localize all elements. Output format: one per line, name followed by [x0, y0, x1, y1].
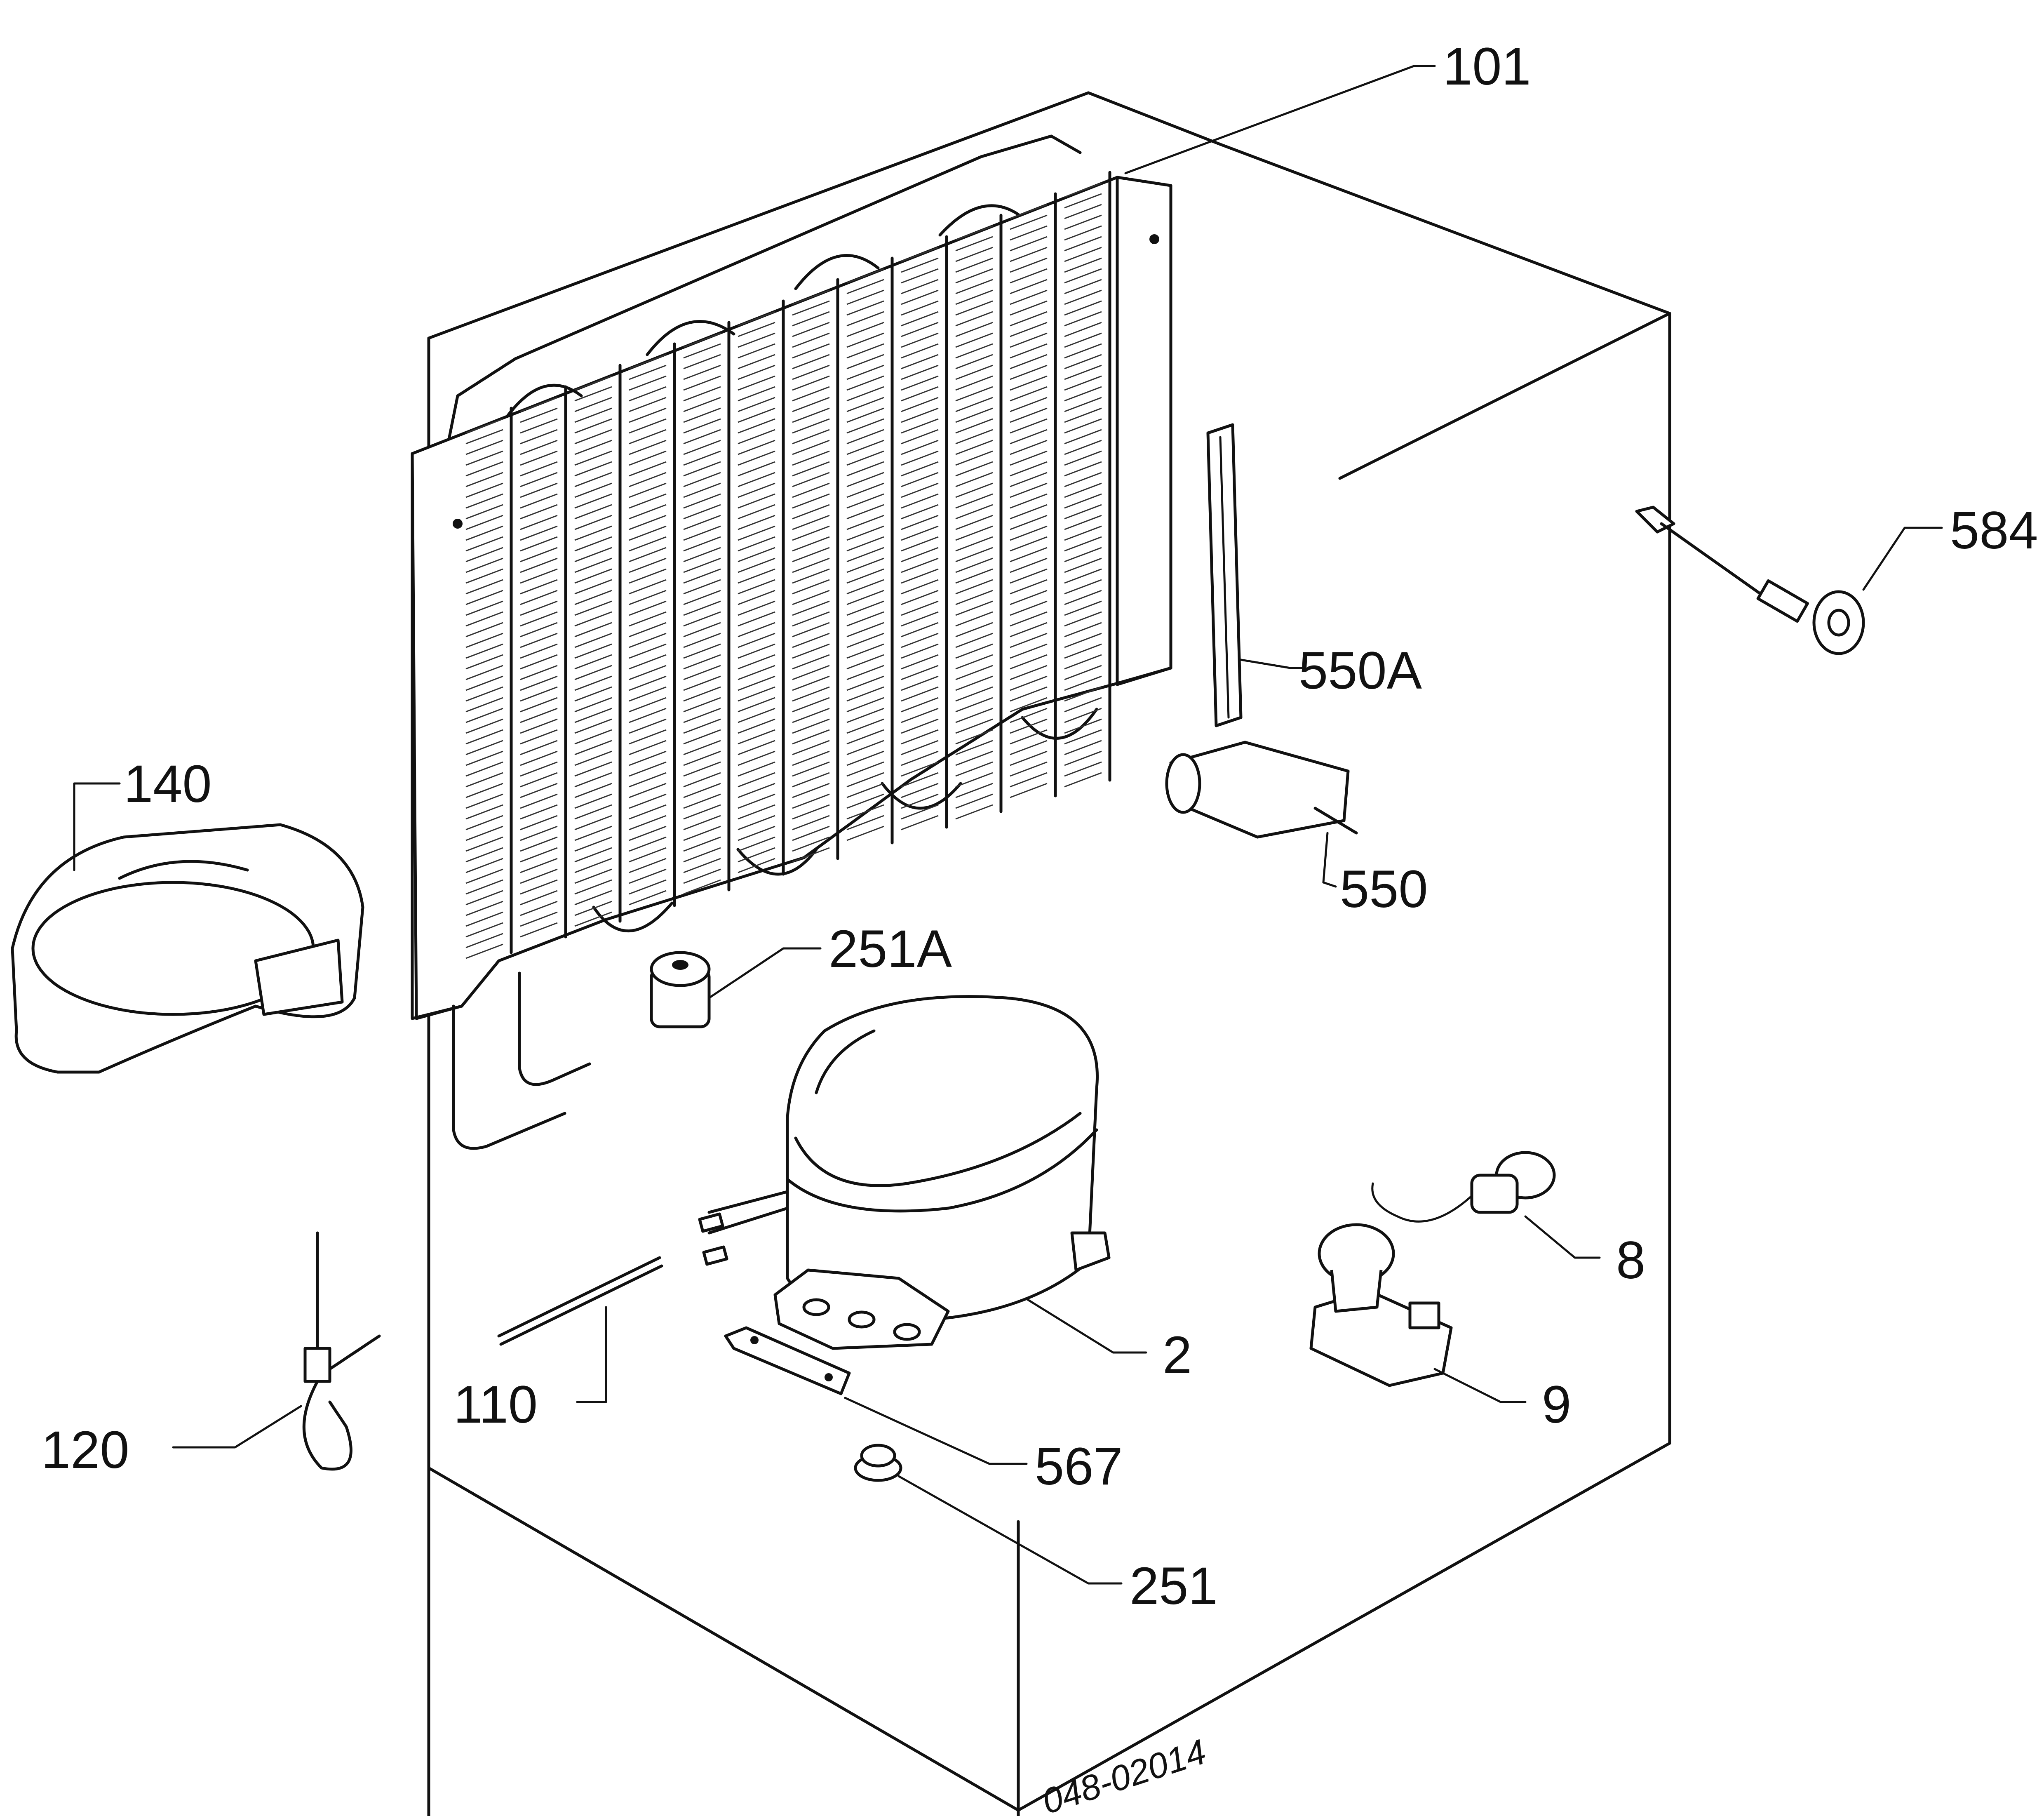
condenser-icon: [411, 134, 1172, 1150]
compressor-icon: [698, 995, 1111, 1350]
filter-drier-icon: [1165, 741, 1358, 839]
label-251: 251: [1130, 1557, 1218, 1616]
rubber-grommet-icon: [854, 1444, 902, 1482]
condenser-fins: [465, 171, 1111, 959]
label-567: 567: [1035, 1437, 1123, 1496]
capillary-tube-icon: [302, 1231, 381, 1471]
rubber-grommet-icon: [650, 951, 711, 1028]
drawing-code: 048-02014: [1037, 1732, 1211, 1816]
label-251a: 251A: [829, 920, 952, 979]
label-110: 110: [453, 1375, 538, 1434]
label-101: 101: [1443, 37, 1531, 96]
overload-protector-icon: [1371, 1151, 1556, 1223]
relay-icon: [1309, 1223, 1453, 1387]
thermostat-probe-icon: [1635, 506, 1865, 655]
label-2: 2: [1163, 1326, 1192, 1385]
drip-tray-icon: [11, 823, 364, 1074]
label-550: 550: [1340, 860, 1428, 919]
label-8: 8: [1616, 1231, 1645, 1290]
label-120: 120: [41, 1421, 129, 1480]
label-584: 584: [1950, 501, 2038, 560]
label-9: 9: [1542, 1375, 1571, 1434]
leader-lines: [73, 65, 1943, 1585]
mounting-plate-icon: [724, 1326, 851, 1395]
label-140: 140: [124, 755, 212, 814]
filter-bracket-icon: [1206, 423, 1243, 727]
part-labels: 101 584 550A 550 140 251A 8 2 9 110 120 …: [41, 37, 2038, 1816]
process-tube-icon: [497, 1256, 663, 1346]
label-550a: 550A: [1299, 641, 1422, 700]
